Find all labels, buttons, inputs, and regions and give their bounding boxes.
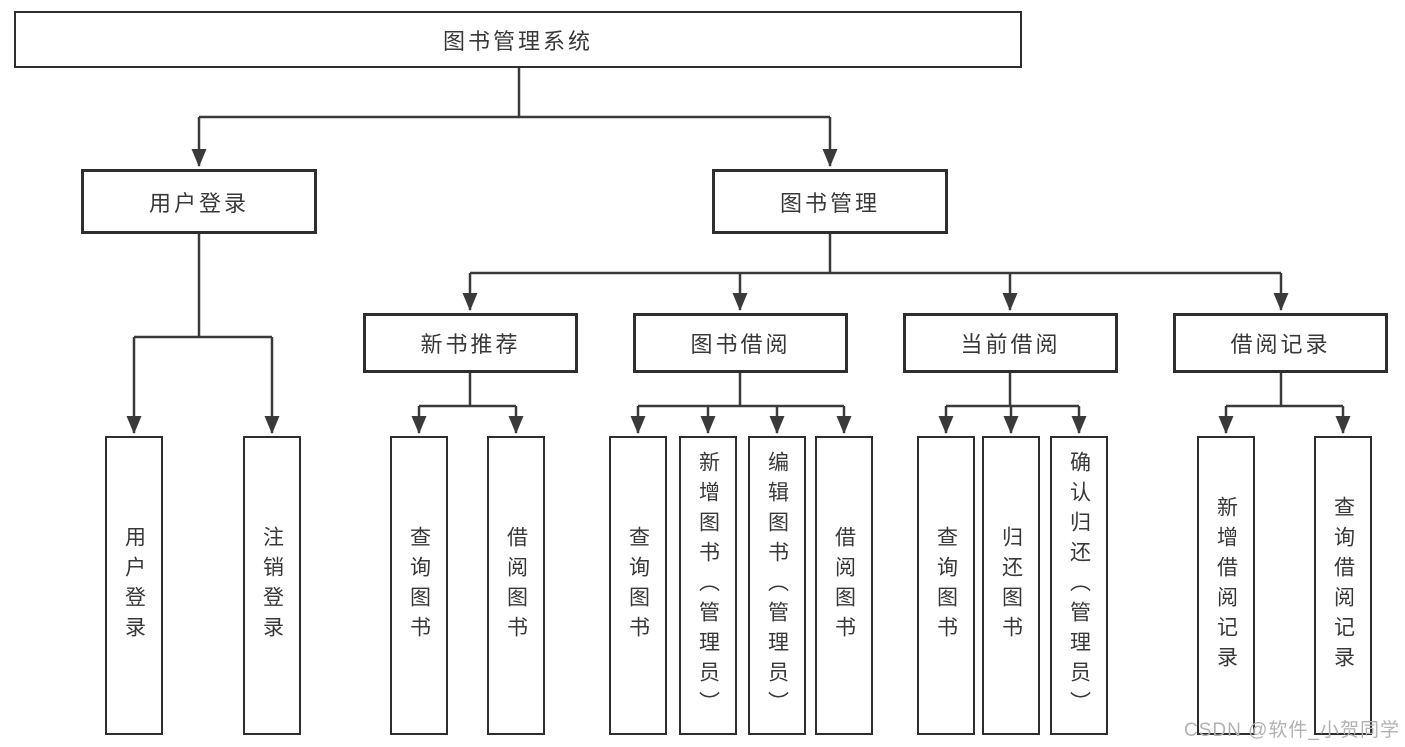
node-library-management-system: 图书管理系统 bbox=[14, 11, 1022, 68]
leaf-user-login: 用户登录 bbox=[105, 436, 163, 735]
leaf-current-query-books: 查询图书 bbox=[917, 436, 975, 735]
leaf-current-confirm-return-admin: 确认归还（管理员） bbox=[1050, 436, 1108, 735]
leaf-borrowing-borrow-books: 借阅图书 bbox=[815, 436, 873, 735]
node-book-borrowing: 图书借阅 bbox=[633, 313, 848, 373]
leaf-recommend-borrow-books: 借阅图书 bbox=[487, 436, 545, 735]
leaf-logout: 注销登录 bbox=[243, 436, 301, 735]
leaf-borrowing-add-books-admin: 新增图书（管理员） bbox=[679, 436, 737, 735]
node-user-login: 用户登录 bbox=[81, 169, 317, 234]
leaf-borrowing-edit-books-admin: 编辑图书（管理员） bbox=[748, 436, 806, 735]
leaf-recommend-query-books: 查询图书 bbox=[390, 436, 448, 735]
leaf-current-return-books: 归还图书 bbox=[982, 436, 1040, 735]
leaf-records-query-record: 查询借阅记录 bbox=[1314, 436, 1372, 735]
node-new-book-recommend: 新书推荐 bbox=[363, 313, 578, 373]
node-book-management: 图书管理 bbox=[712, 169, 948, 234]
leaf-records-add-record: 新增借阅记录 bbox=[1197, 436, 1255, 735]
node-borrowing-records: 借阅记录 bbox=[1173, 313, 1388, 373]
leaf-borrowing-query-books: 查询图书 bbox=[609, 436, 667, 735]
csdn-watermark: CSDN @软件_小贺同学 bbox=[1184, 720, 1400, 741]
node-current-borrowing: 当前借阅 bbox=[903, 313, 1118, 373]
